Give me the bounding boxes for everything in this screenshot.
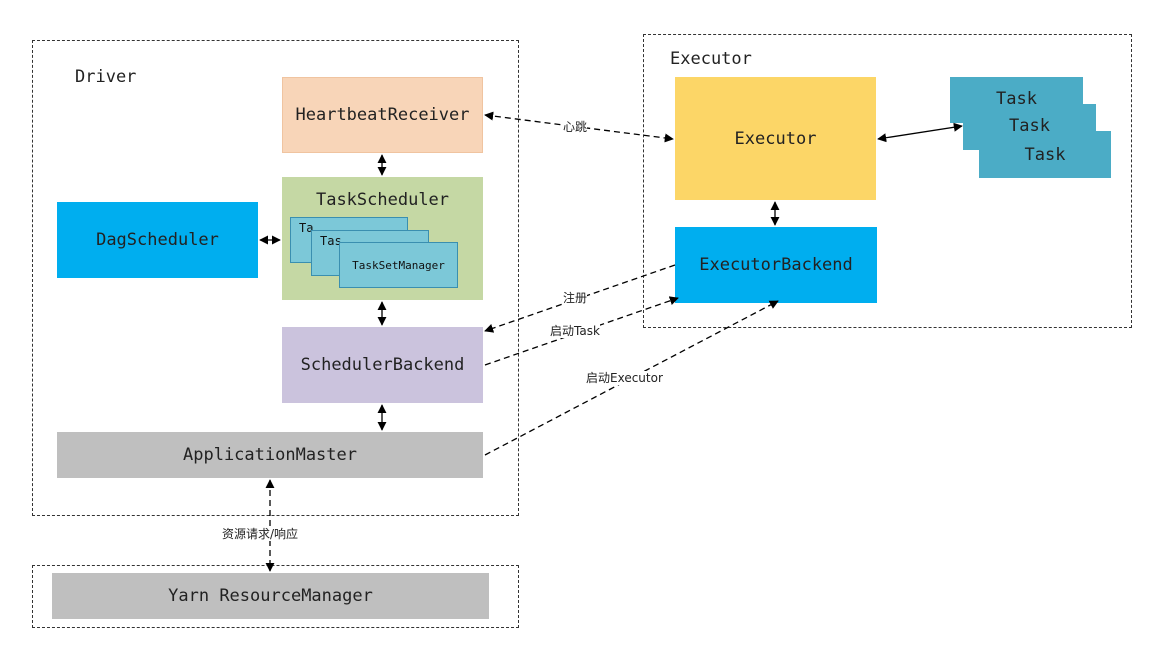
task-set-manager-label: TaskSetManager <box>352 258 445 272</box>
dag-scheduler-node: DagScheduler <box>57 202 258 278</box>
yarn-group <box>32 565 519 628</box>
edge-label-launch-executor: 启动Executor <box>586 371 663 385</box>
edge-label-launch-task: 启动Task <box>550 324 600 338</box>
application-master-node: ApplicationMaster <box>57 432 483 478</box>
task-set-manager-3: TaskSetManager <box>339 242 458 288</box>
edge-label-heartbeat: 心跳 <box>563 120 588 134</box>
yarn-resource-manager-node: Yarn ResourceManager <box>52 573 489 619</box>
driver-group-label: Driver <box>75 67 137 87</box>
edge-label-resource-request: 资源请求/响应 <box>222 527 299 541</box>
task-node-3: Task <box>979 131 1111 178</box>
executor-group-label: Executor <box>670 49 752 69</box>
executor-node: Executor <box>675 77 876 200</box>
task-scheduler-label: TaskScheduler <box>315 190 450 210</box>
executor-group <box>643 34 1132 328</box>
scheduler-backend-node: SchedulerBackend <box>282 327 483 403</box>
executor-backend-node: ExecutorBackend <box>675 227 877 303</box>
heartbeat-receiver-node: HeartbeatReceiver <box>282 77 483 153</box>
edge-label-register: 注册 <box>563 291 588 305</box>
